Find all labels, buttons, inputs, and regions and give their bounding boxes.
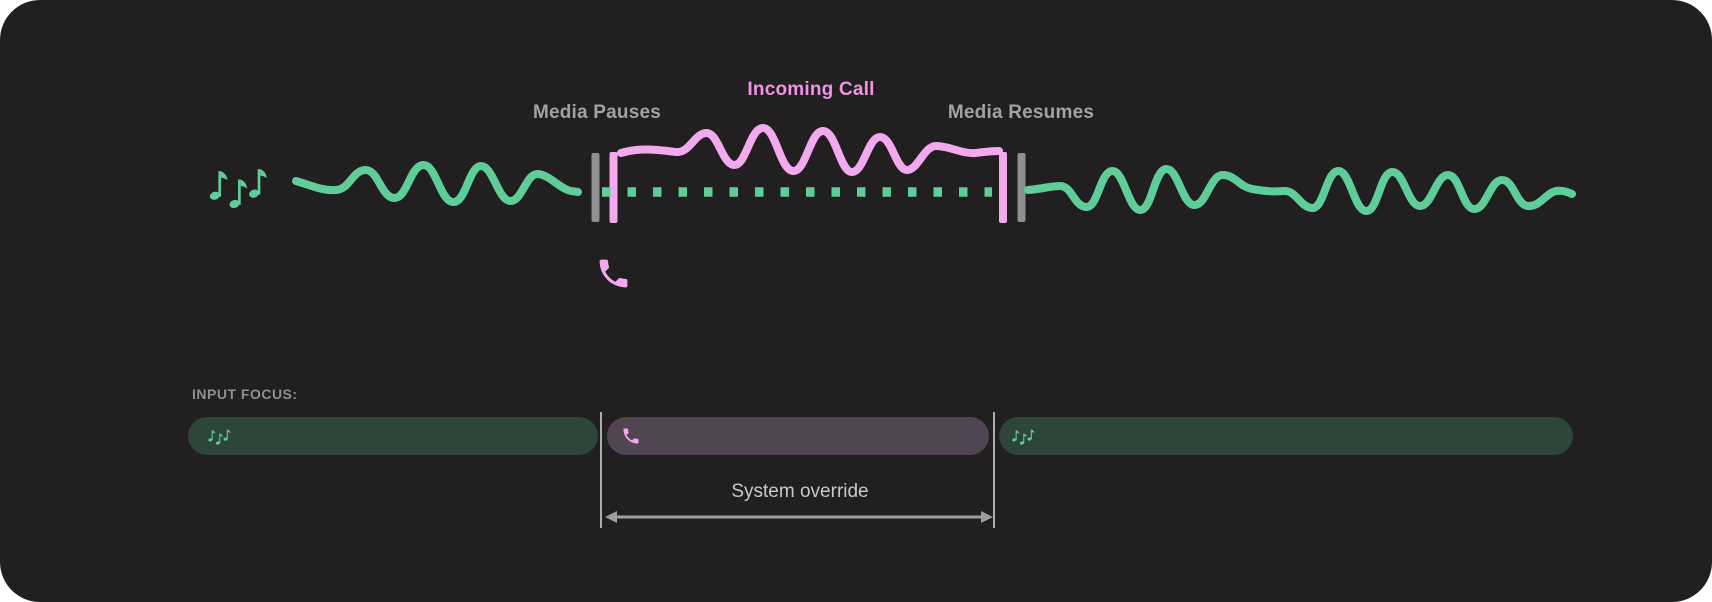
media-resumes-label: Media Resumes <box>947 102 1095 123</box>
music-notes-icon <box>208 425 232 448</box>
pause-marker-gray <box>591 153 600 222</box>
incoming-call-label: Incoming Call <box>747 79 875 100</box>
music-notes-icon <box>1012 425 1036 448</box>
resume-marker-pink <box>999 152 1007 223</box>
override-start-divider <box>600 412 602 528</box>
call-waveform <box>617 124 1003 176</box>
input-focus-heading: INPUT FOCUS: <box>192 386 298 402</box>
pause-marker-pink <box>609 152 618 223</box>
system-override-label: System override <box>731 481 869 502</box>
override-end-divider <box>993 412 995 528</box>
focus-segment-music-before <box>188 417 598 455</box>
music-waveform-after <box>1024 165 1576 215</box>
music-waveform-before <box>292 161 582 206</box>
focus-segment-call <box>607 417 989 455</box>
resume-marker-gray <box>1017 153 1026 222</box>
focus-segment-music-after <box>999 417 1573 455</box>
override-span-arrow <box>605 511 993 523</box>
media-pauses-label: Media Pauses <box>532 102 662 123</box>
music-notes-icon <box>209 158 271 216</box>
phone-call-icon <box>623 428 639 444</box>
phone-call-icon <box>599 259 628 288</box>
